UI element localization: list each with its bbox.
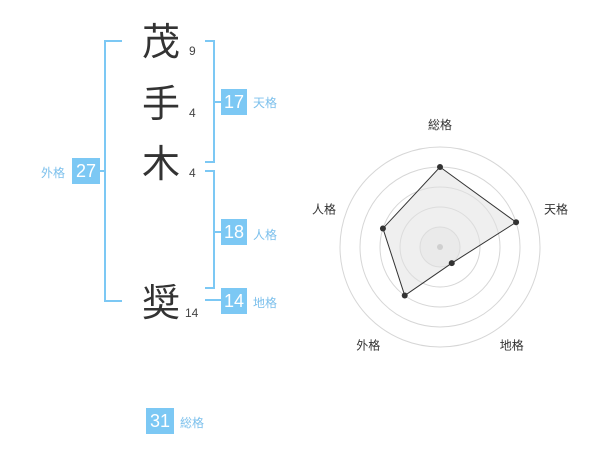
radar-axis-label-1: 総格 [428,117,452,132]
stroke-count-4: 14 [185,306,199,320]
chikaku-value: 14 [221,288,247,314]
radar-point-2 [513,219,520,226]
tenkaku-label: 天格 [253,96,278,110]
gaikaku-bracket [104,40,122,302]
stroke-count-2: 4 [189,106,196,120]
radar-axis-label-2: 天格 [544,201,568,216]
radar-point-4 [401,292,408,299]
stroke-count-1: 9 [189,44,196,58]
chikaku-bracket [205,299,221,301]
jinkaku-bracket-tick [215,231,221,233]
stroke-count-3: 4 [189,166,196,180]
jinkaku-bracket [205,170,215,289]
radar-axis-label-5: 人格 [312,201,336,216]
gaikaku-label: 外格 [41,166,66,180]
soukaku-label: 総格 [180,416,205,430]
chikaku-label: 地格 [253,296,278,310]
name-char-2: 手 [142,82,181,126]
name-char-4: 奨 [142,281,181,325]
radar-axis-label-4: 外格 [356,338,380,353]
radar-value-polygon [382,166,517,297]
radar-axis-label-3: 地格 [500,338,524,353]
gaikaku-bracket-tick [96,170,104,172]
tenkaku-bracket-tick [215,101,221,103]
jinkaku-value: 18 [221,219,247,245]
soukaku-value: 31 [146,408,174,434]
tenkaku-value: 17 [221,89,247,115]
radar-center-dot [437,244,443,250]
radar-grid-ring [339,146,541,348]
jinkaku-label: 人格 [253,228,278,242]
radar-point-3 [448,260,455,267]
tenkaku-bracket [205,40,215,163]
name-char-1: 茂 [142,20,181,64]
gaikaku-value: 27 [72,158,100,184]
radar-point-5 [379,225,386,232]
radar-point-1 [437,164,443,170]
name-char-3: 木 [142,142,181,186]
